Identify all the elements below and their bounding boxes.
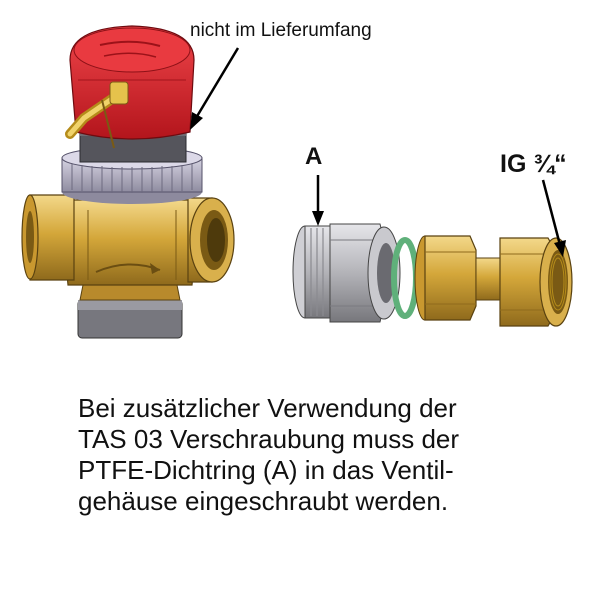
brass-union bbox=[414, 235, 573, 327]
label-not-included: nicht im Lieferumfang bbox=[190, 20, 372, 41]
yellow-cable bbox=[65, 81, 129, 149]
arrow-part-a bbox=[312, 175, 324, 226]
caption-text: Bei zusätzlicher Verwendung der TAS 03 V… bbox=[78, 393, 578, 517]
valve-body bbox=[21, 194, 235, 339]
arrow-thread bbox=[541, 179, 566, 257]
label-thread-size: IG ¾“ bbox=[500, 150, 567, 178]
red-actuator bbox=[69, 25, 195, 140]
arrow-not-included bbox=[190, 47, 240, 130]
caption-line: Bei zusätzlicher Verwendung der bbox=[78, 393, 457, 423]
label-part-a: A bbox=[305, 143, 323, 170]
caption-line: PTFE-Dichtring (A) in das Ventil- bbox=[78, 455, 454, 485]
ptfe-insert-a bbox=[292, 223, 401, 323]
caption-line: TAS 03 Verschraubung muss der bbox=[78, 424, 460, 454]
caption-line: gehäuse eingeschraubt werden. bbox=[78, 486, 449, 516]
